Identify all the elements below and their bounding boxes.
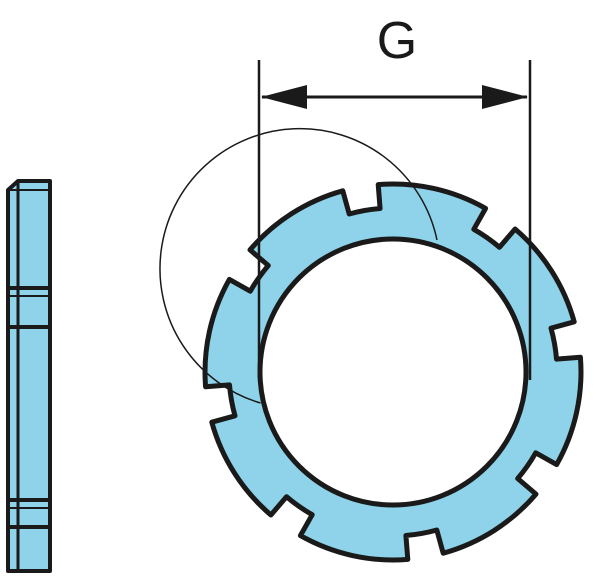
dimension-label: G [377, 12, 417, 70]
ring-inner-bore [257, 236, 529, 508]
dimension-g: G [257, 12, 532, 380]
side-view [6, 179, 52, 573]
ring-thread-arc [159, 127, 438, 404]
dimension-arrowhead-left [261, 85, 307, 109]
dimension-arrowhead-right [482, 85, 528, 109]
side-view-body [6, 179, 52, 573]
front-view [159, 127, 584, 563]
